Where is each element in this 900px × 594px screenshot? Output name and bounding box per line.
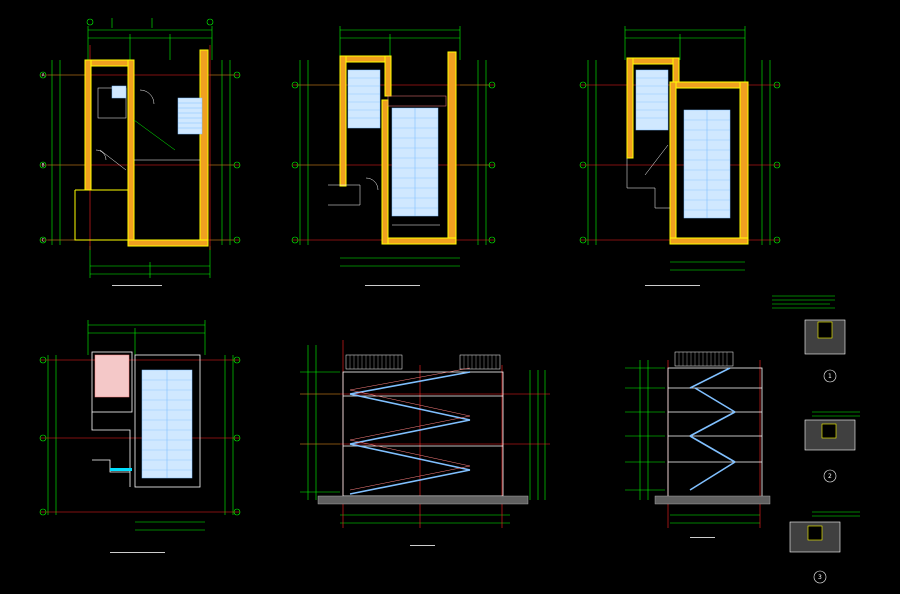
- plan-2-axis-bubbles: [291, 81, 496, 244]
- plan-3-title-underline: [645, 285, 700, 286]
- plan-4-stair-treads: [142, 379, 192, 471]
- plan-4-title-underline: [110, 552, 165, 553]
- section-1-title-underline: [410, 545, 435, 546]
- detail-3-core: [807, 525, 823, 541]
- plan-4-walls: [91, 351, 201, 488]
- detail-2-leader-lines: [812, 411, 860, 417]
- detail-2-core: [821, 423, 837, 439]
- axis-bubble-label-b: B: [42, 163, 45, 168]
- floor-plan-4: [39, 320, 241, 553]
- detail-1: 1: [772, 295, 846, 383]
- plan-4-axis-bubbles: [39, 356, 241, 516]
- axis-bubble-label-a: A: [42, 73, 45, 78]
- plan-1-title-underline: [112, 285, 162, 286]
- detail-2-number: 2: [828, 473, 832, 480]
- plan-2-stair-treads: [348, 77, 438, 209]
- section-2-parapet-hatch: [678, 352, 728, 366]
- section-1-parapet-hatch: [349, 355, 497, 369]
- plan-3-stair-treads: [636, 77, 730, 211]
- detail-1-core: [817, 321, 833, 339]
- section-2-ground: [654, 495, 771, 505]
- section-1-stair-handrails: [349, 367, 471, 491]
- plan-4-dimensions: [47, 320, 234, 531]
- floor-plan-3: [579, 26, 781, 286]
- section-2: [625, 351, 771, 538]
- section-1-ground: [317, 495, 529, 505]
- plan-3-walls: [626, 57, 749, 245]
- section-2-dimensions: [625, 360, 760, 524]
- detail-3-leader-lines: [812, 511, 860, 517]
- section-1: [300, 340, 550, 546]
- plan-2-interior: [328, 177, 440, 226]
- plan-4-axes: [40, 359, 240, 513]
- detail-3-bubble: [813, 570, 827, 584]
- section-1-stair-flights: [349, 371, 471, 495]
- detail-1-bubble: [823, 369, 837, 383]
- floor-plan-1: A B C: [39, 18, 241, 286]
- detail-2-bubble: [823, 469, 837, 483]
- plan-1-stair-treads: [178, 102, 202, 129]
- detail-1-leader-lines: [772, 295, 835, 309]
- detail-3-number: 3: [818, 574, 822, 581]
- plan-3-interior: [626, 144, 670, 209]
- floor-plan-2: [291, 26, 496, 286]
- plan-2-walls: [339, 51, 457, 245]
- section-2-stair-flights: [689, 367, 736, 491]
- plan-1-axis-bubbles: [39, 18, 241, 244]
- section-2-roof-parapet: [674, 351, 734, 367]
- plan-3-axis-bubbles: [579, 81, 781, 244]
- plan-2-title-underline: [365, 285, 420, 286]
- axis-bubble-label-c: C: [42, 238, 45, 243]
- detail-3: 3: [789, 511, 860, 584]
- plan-3-dimensions: [587, 26, 771, 271]
- detail-2: 2: [804, 411, 860, 483]
- section-2-title-underline: [690, 537, 715, 538]
- detail-1-number: 1: [828, 373, 832, 380]
- plan-1-walls: [74, 49, 209, 247]
